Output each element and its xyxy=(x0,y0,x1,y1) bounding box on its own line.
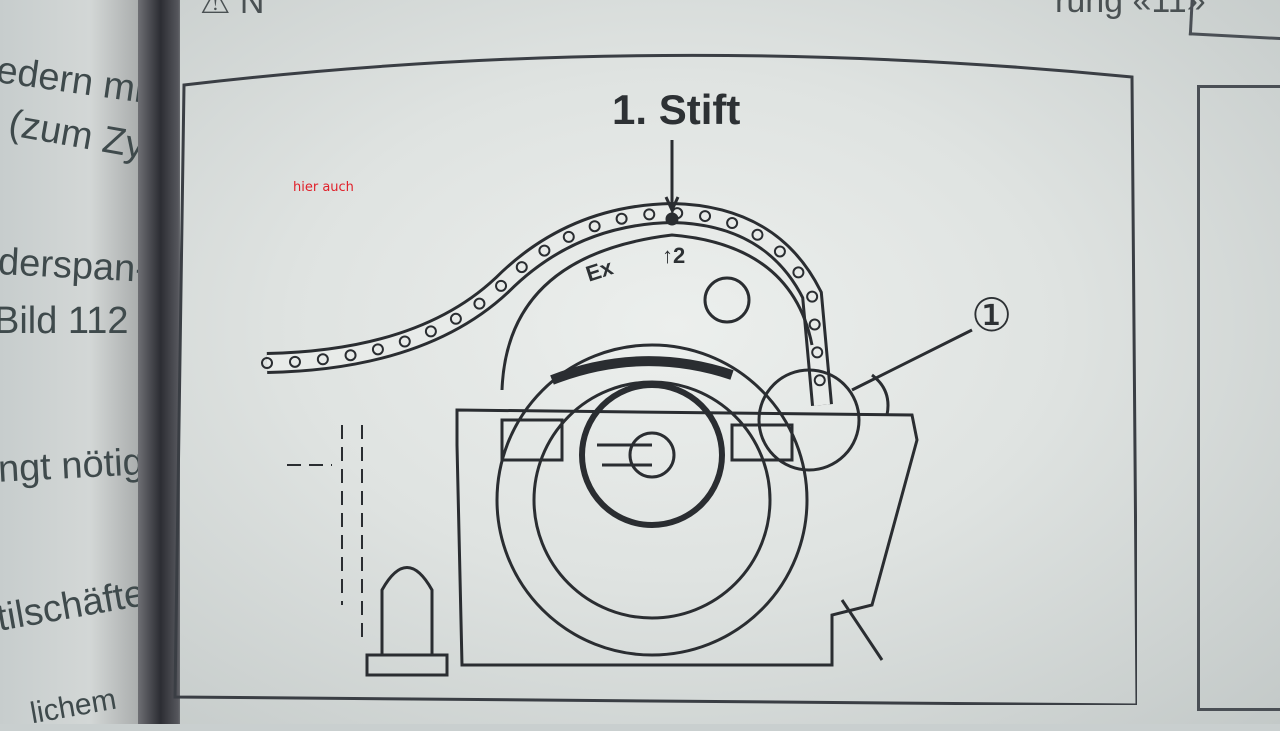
chain-link xyxy=(643,208,656,221)
chain-link xyxy=(813,374,826,387)
left-text-line: ngt nötig xyxy=(0,441,145,491)
chain-link xyxy=(424,325,437,338)
red-annotation: hier auch xyxy=(293,180,354,195)
chain-link xyxy=(811,346,824,359)
chain-link xyxy=(371,343,384,356)
chain-link xyxy=(792,266,805,279)
chain-link xyxy=(495,279,508,292)
chain-link xyxy=(562,230,575,243)
chain-link xyxy=(751,228,764,241)
left-text-line: derspan- xyxy=(0,241,150,291)
figure-title: 1. Stift xyxy=(612,86,741,133)
chain-link xyxy=(398,335,411,348)
chain-link xyxy=(449,312,462,325)
chain-link xyxy=(808,318,821,331)
chain-link xyxy=(261,357,273,369)
left-page: edern mit (zum Zy- derspan- Bild 112 / n… xyxy=(0,0,160,730)
left-text-line: tilschäfte xyxy=(0,572,149,640)
chain-link xyxy=(288,355,301,368)
engine-drawing xyxy=(266,140,973,677)
chain-links xyxy=(261,207,826,387)
left-text-line: Bild 112 / xyxy=(0,300,150,342)
top-text-right: rung «11» xyxy=(1055,0,1206,20)
chain-link xyxy=(515,261,528,274)
chain-link xyxy=(588,220,601,233)
chain-link xyxy=(615,212,628,225)
chain-link xyxy=(671,207,684,220)
chain-link xyxy=(699,210,712,223)
chain-link xyxy=(538,244,551,257)
chain-link xyxy=(316,353,329,366)
label-arrow-2: ↑2 xyxy=(662,243,686,268)
figure-frame xyxy=(173,53,1137,705)
chain-link xyxy=(806,290,819,303)
top-text-left: ⚠ N xyxy=(200,0,265,21)
callout-1: ① xyxy=(971,289,1013,341)
chain-link xyxy=(473,297,486,310)
chain-link xyxy=(344,349,357,362)
next-figure-frame-top xyxy=(1188,0,1280,41)
chain-link xyxy=(773,245,786,258)
next-figure-frame xyxy=(1197,85,1280,711)
chain-link xyxy=(726,217,739,230)
